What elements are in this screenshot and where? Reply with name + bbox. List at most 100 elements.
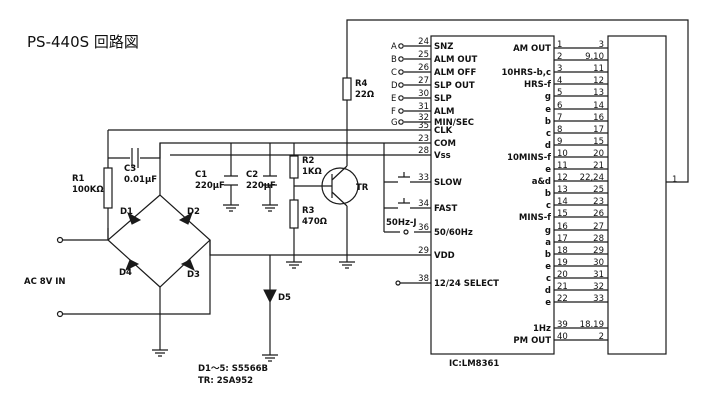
fast-switch bbox=[398, 198, 410, 204]
vdd-wire bbox=[209, 240, 431, 256]
ic-pin-number: 1 bbox=[557, 40, 562, 50]
transistor-label: TR bbox=[356, 183, 369, 193]
ic-pin-name: CLK bbox=[434, 126, 453, 136]
r4-name: R4 bbox=[355, 79, 368, 89]
r3-resistor bbox=[289, 199, 299, 229]
ic-pin-name: b bbox=[545, 250, 551, 260]
bridge-rectifier bbox=[107, 194, 211, 288]
d5-label: D5 bbox=[278, 293, 291, 303]
display-pin-number: 3 bbox=[599, 40, 604, 50]
ic-pin-name: VDD bbox=[434, 251, 455, 261]
ic-pin-letter: F bbox=[391, 107, 396, 117]
r3-value: 470Ω bbox=[302, 217, 327, 227]
ic-pin-name: c bbox=[546, 201, 551, 211]
ic-pin-name: 1Hz bbox=[533, 324, 551, 334]
ic-pin-number: 33 bbox=[418, 173, 429, 183]
ic-pin-name: 12/24 SELECT bbox=[434, 279, 499, 289]
ic-pin-number: 6 bbox=[557, 101, 562, 111]
ground-symbol bbox=[286, 261, 302, 269]
ic-pin-name: FAST bbox=[434, 204, 458, 214]
ic-pin-number: 23 bbox=[418, 134, 429, 144]
d3-symbol bbox=[180, 259, 195, 272]
ic-pin-name: d bbox=[545, 141, 551, 151]
display-pin-number: 28 bbox=[593, 234, 604, 244]
display-pin-number: 25 bbox=[593, 185, 604, 195]
ic-pin-number: 13 bbox=[557, 185, 568, 195]
display-pin-number: 32 bbox=[593, 282, 604, 292]
d1-label: D1 bbox=[120, 207, 133, 217]
ic-pin-number: 3 bbox=[557, 64, 562, 74]
ic-pin-name: 50/60Hz bbox=[434, 228, 473, 238]
ic-pin-number: 16 bbox=[557, 222, 568, 232]
display-pin-number: 14 bbox=[593, 101, 604, 111]
ic-pin-number: 8 bbox=[557, 125, 562, 135]
transistor-leads bbox=[320, 165, 348, 262]
d3-label: D3 bbox=[187, 270, 200, 280]
ic-pin-terminal bbox=[398, 119, 404, 125]
display-pin-number: 29 bbox=[593, 246, 604, 256]
display-pin-number: 13 bbox=[593, 88, 604, 98]
diode-note: D1～5: S5566B bbox=[198, 364, 268, 374]
c1-name: C1 bbox=[195, 170, 207, 180]
r2-name: R2 bbox=[302, 156, 315, 166]
transistor-note: TR: 2SA952 bbox=[198, 376, 253, 386]
ground-symbol bbox=[262, 354, 278, 362]
ic-pin-number: 38 bbox=[418, 274, 429, 284]
ic-pin-name: MINS-f bbox=[519, 213, 551, 223]
c2-capacitor bbox=[263, 175, 277, 186]
ic-pin-name: e bbox=[545, 165, 551, 175]
ic-pin-name: MIN/SEC bbox=[434, 118, 474, 128]
ic-pin-name: a bbox=[545, 238, 551, 248]
display-module bbox=[607, 35, 667, 355]
ac-input-wire-2 bbox=[60, 240, 211, 315]
ic-pin-number: 28 bbox=[418, 146, 429, 156]
ic-label: IC:LM8361 bbox=[449, 359, 499, 369]
ic-pin-name: SLP bbox=[434, 94, 452, 104]
ic-pin-number: 22 bbox=[557, 294, 568, 304]
ic-pin-name: e bbox=[545, 298, 551, 308]
ic-pin-number: 29 bbox=[418, 246, 429, 256]
ic-pin-number: 2 bbox=[557, 52, 562, 62]
display-pin-number: 30 bbox=[593, 258, 604, 268]
d5-symbol bbox=[263, 289, 277, 304]
d2-label: D2 bbox=[187, 207, 200, 217]
display-pin-number: 21 bbox=[593, 161, 604, 171]
c2-value: 220μF bbox=[246, 181, 276, 191]
ground-symbol bbox=[223, 204, 239, 212]
ic-pin-number: 18 bbox=[557, 246, 568, 256]
r1-resistor bbox=[103, 167, 113, 209]
ground-symbol bbox=[339, 261, 355, 269]
ic-pin-number: 39 bbox=[557, 320, 568, 330]
com-wire bbox=[140, 142, 431, 159]
display-pin-number: 18.19 bbox=[580, 320, 604, 330]
ic-pin-number: 5 bbox=[557, 88, 562, 98]
r2-value: 1KΩ bbox=[302, 167, 322, 177]
ic-pin-name: 10MINS-f bbox=[507, 153, 551, 163]
ic-pin-name: Vss bbox=[434, 151, 451, 161]
c3-capacitor bbox=[131, 148, 139, 168]
display-pin-number: 9.10 bbox=[585, 52, 604, 62]
ic-pin-name: HRS-f bbox=[524, 80, 551, 90]
display-pin-number: 20 bbox=[593, 149, 604, 159]
diagram-title: PS-440S 回路図 bbox=[27, 33, 139, 51]
display-pin-number: 33 bbox=[593, 294, 604, 304]
ic-pin-number: 31 bbox=[418, 102, 429, 112]
ic-pin-name: e bbox=[545, 105, 551, 115]
display-pin-number: 12 bbox=[593, 76, 604, 86]
ic-pin-number: 26 bbox=[418, 63, 429, 73]
hz-jumper bbox=[403, 229, 409, 235]
display-pin-number: 26 bbox=[593, 209, 604, 219]
ic-pin-letter: B bbox=[391, 55, 397, 65]
display-pin-number: 16 bbox=[593, 113, 604, 123]
ic-pin-number: 27 bbox=[418, 76, 429, 86]
ic-pin-terminal bbox=[398, 82, 404, 88]
ic-pin-number: 25 bbox=[418, 50, 429, 60]
ground-symbol bbox=[262, 204, 278, 212]
ic-pin-terminal bbox=[398, 108, 404, 114]
ic-pin-number: 30 bbox=[418, 89, 429, 99]
ground-symbol bbox=[152, 340, 168, 357]
d4-label: D4 bbox=[119, 268, 132, 278]
display-pin-number: 23 bbox=[593, 197, 604, 207]
ic-pin-number: 20 bbox=[557, 270, 568, 280]
ic-pin-name: SNZ bbox=[434, 42, 453, 52]
